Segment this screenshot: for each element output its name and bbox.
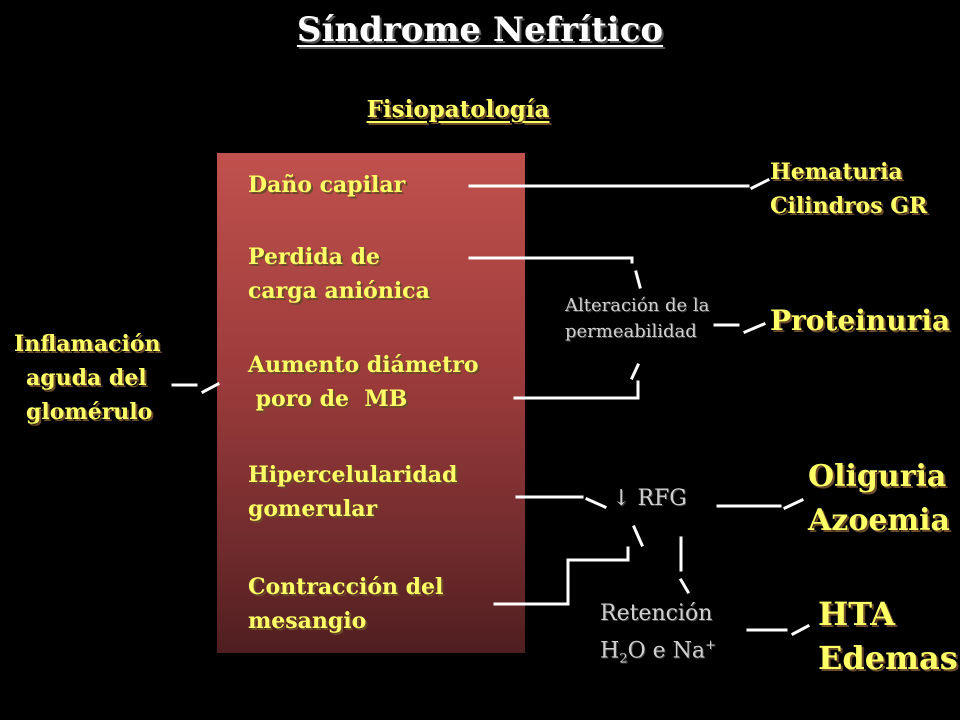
outcome-renal: Oliguria Azoemia — [808, 455, 950, 543]
mechanism-line: Contracción del — [248, 574, 444, 600]
down-arrow-icon: ↓ — [612, 486, 631, 511]
retention-line-2: H2O e Na+ — [600, 638, 717, 667]
mechanism-line: poro de MB — [248, 386, 408, 412]
cause-line-3: glomérulo — [26, 399, 153, 425]
mechanism-anionic-charge: Perdida de carga aniónica — [248, 240, 430, 308]
connector-cause — [171, 381, 221, 395]
page-title: Síndrome Nefrítico — [296, 10, 664, 50]
azotemia-text: Azoemia — [808, 503, 950, 538]
connector-anionic — [468, 256, 642, 289]
outcome-proteinuria: Proteinuria — [770, 304, 951, 337]
outcome-volume: HTA Edemas — [818, 592, 958, 680]
connector-pore — [513, 363, 640, 400]
mechanism-capillary-damage: Daño capilar — [248, 168, 405, 202]
mechanism-pore-diameter: Aumento diámetro poro de MB — [248, 348, 479, 416]
mechanism-line: mesangio — [248, 608, 367, 634]
mechanism-line: carga aniónica — [248, 278, 430, 304]
cause-line-1: Inflamación — [14, 331, 161, 357]
gfr-text: RFG — [637, 486, 687, 511]
edema-text: Edemas — [818, 639, 958, 677]
outcome-hematuria: Hematuria Cilindros GR — [770, 155, 927, 223]
mechanism-line: Hipercelularidad — [248, 462, 458, 488]
mechanism-mesangial-contraction: Contracción del mesangio — [248, 570, 443, 638]
retention-line-1: Retención — [600, 601, 713, 626]
gfr-label: ↓ RFG — [612, 486, 687, 511]
cause-label: Inflamación aguda del glomérulo — [14, 327, 161, 429]
connector-oliguria — [716, 498, 804, 510]
mechanism-line: Daño capilar — [248, 172, 406, 198]
retention-label: Retención H2O e Na+ — [600, 598, 716, 676]
connector-hypercellularity — [515, 495, 607, 509]
permeability-line-1: Alteración de la — [565, 295, 710, 316]
subtitle: Fisiopatología — [366, 96, 550, 123]
permeability-label: Alteración de la permeabilidad — [565, 293, 709, 345]
mechanism-hypercellularity: Hipercelularidad gomerular — [248, 458, 457, 526]
connector-retention — [678, 536, 691, 595]
connector-mesangial — [493, 525, 644, 606]
mechanism-line: gomerular — [248, 496, 378, 522]
casts-text: Cilindros GR — [770, 193, 928, 219]
cause-line-2: aguda del — [26, 365, 147, 391]
hematuria-text: Hematuria — [770, 159, 903, 185]
mechanism-line: Aumento diámetro — [248, 352, 479, 378]
mechanisms-box — [217, 153, 525, 653]
hypertension-text: HTA — [818, 595, 896, 633]
connector-hta — [746, 623, 811, 637]
mechanism-line: Perdida de — [248, 244, 380, 270]
connector-hematuria — [468, 177, 771, 191]
permeability-line-2: permeabilidad — [565, 321, 697, 342]
connector-proteinuria — [713, 322, 766, 334]
oliguria-text: Oliguria — [808, 459, 947, 494]
